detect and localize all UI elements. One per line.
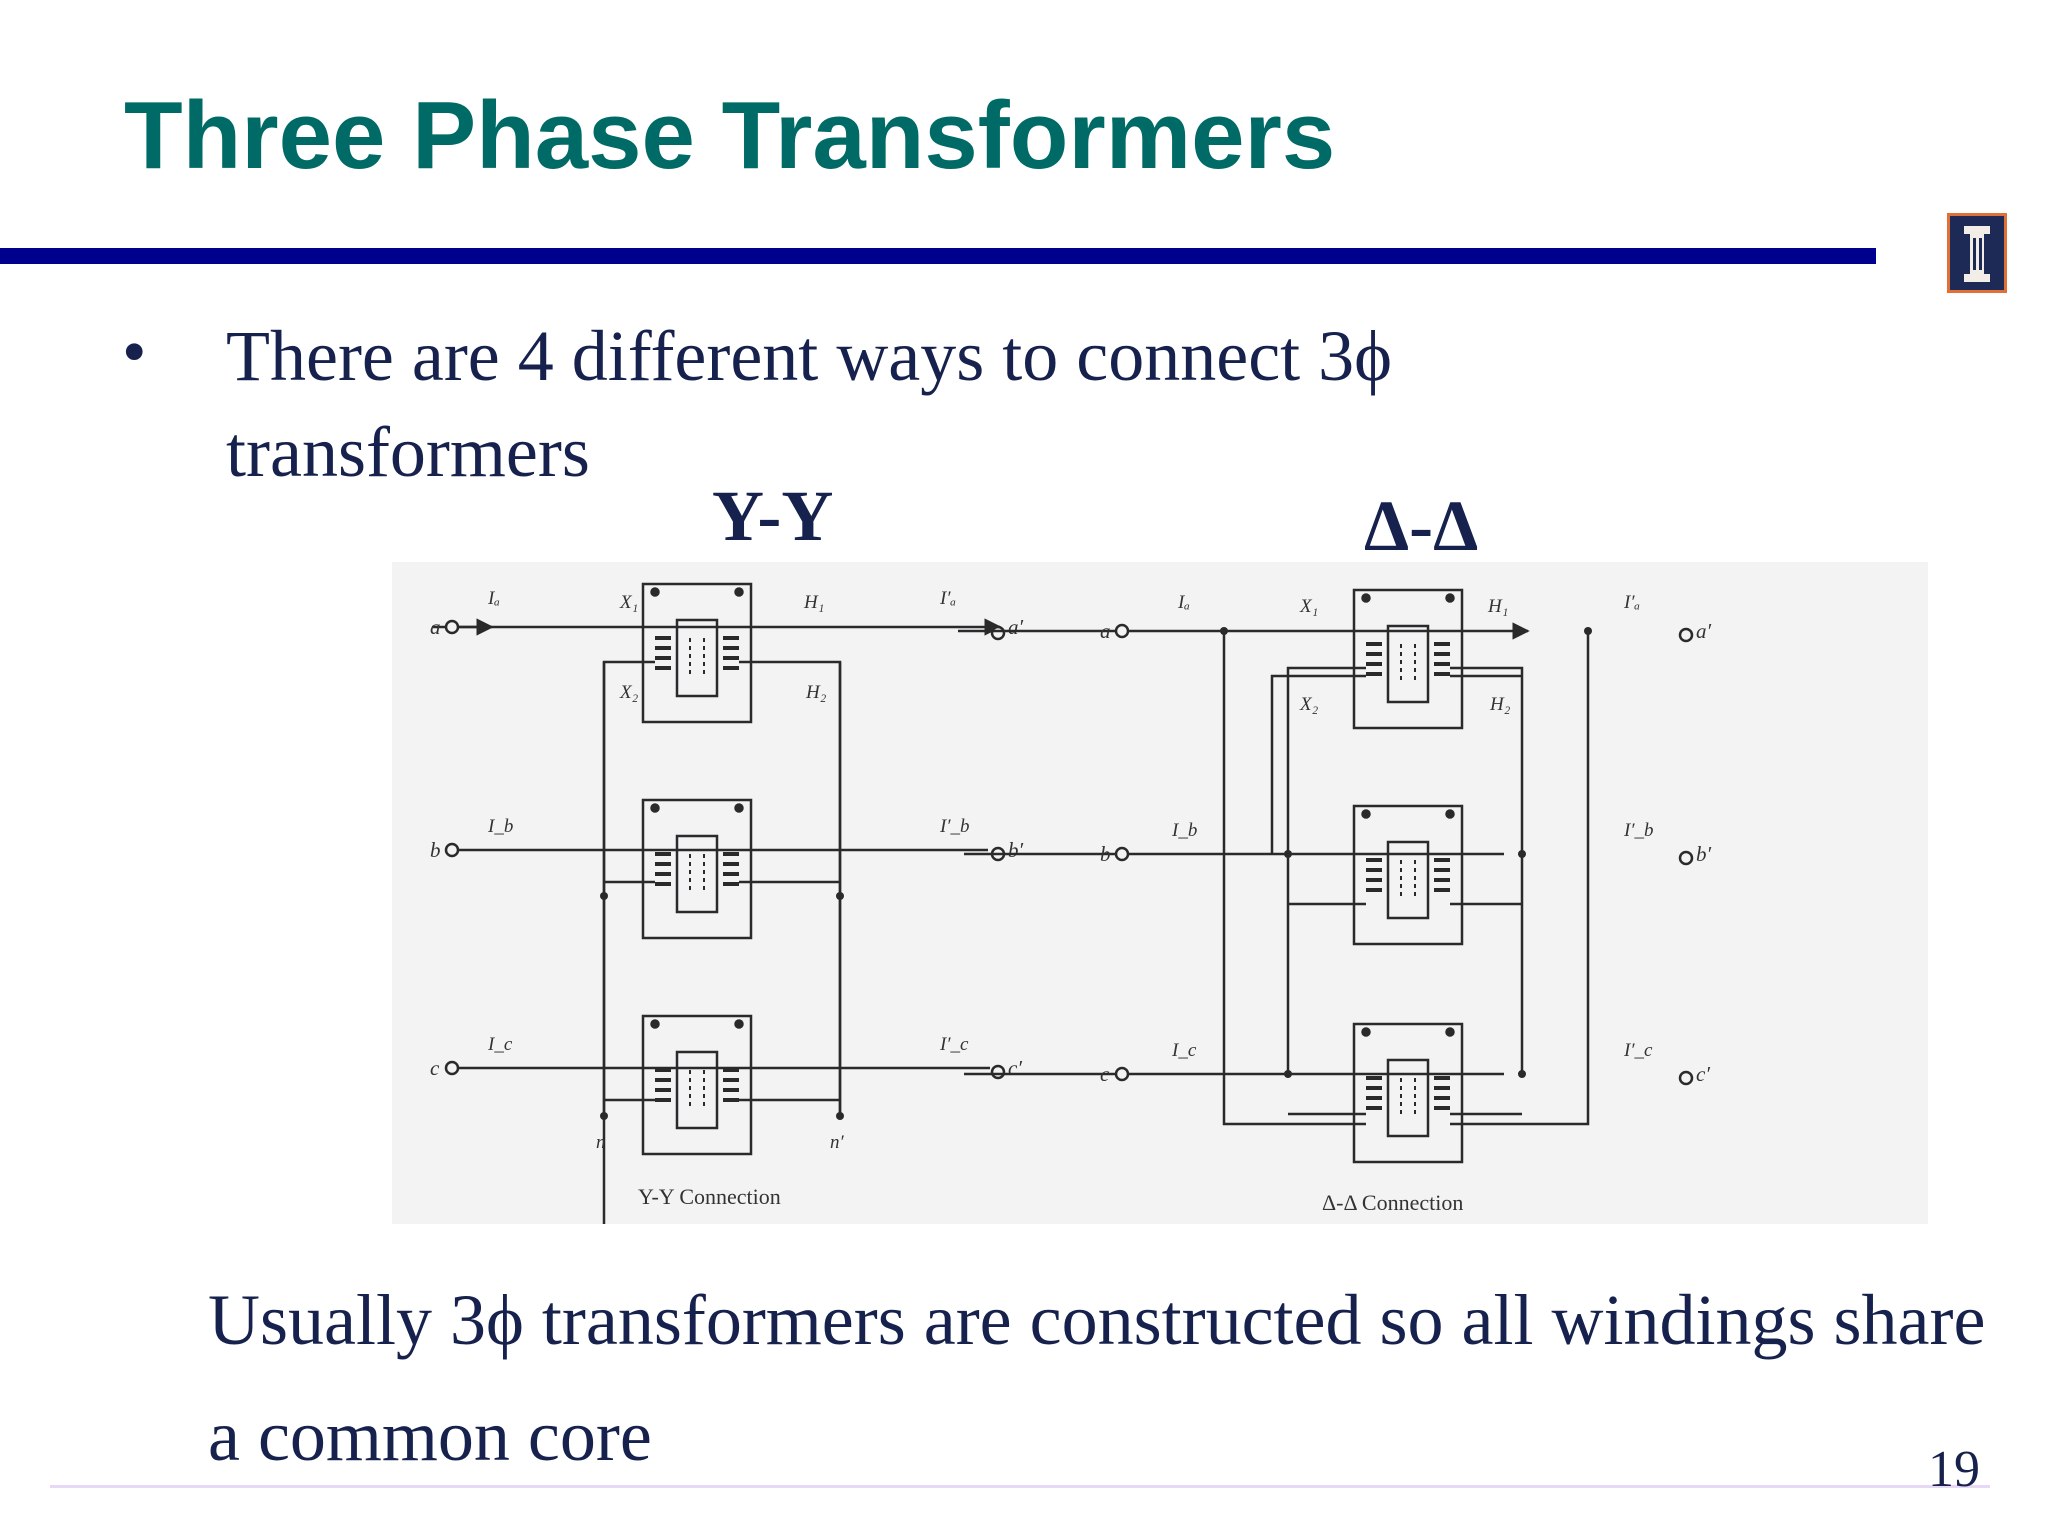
bullet-text: There are 4 different ways to connect 3ϕ… — [226, 316, 1393, 492]
yy-neutral-wires — [602, 662, 842, 1116]
yy-label-x1: X₁ — [619, 592, 638, 613]
dd-input-c: c — [1100, 1062, 1110, 1086]
dd-label-x2: X₂ — [1299, 694, 1319, 715]
dd-current-c: I_c — [1171, 1040, 1197, 1061]
yy-heading: Y-Y — [712, 476, 834, 556]
yy-current-out-a: I′ₐ — [939, 588, 956, 609]
page-number: 19 — [1928, 1441, 1980, 1498]
connection-diagram: a b c a′ b′ c′ Iₐ I_b I_c I′ₐ I′_b I′_c … — [392, 562, 1928, 1224]
yy-output-b: b′ — [1008, 838, 1024, 862]
bullet-marker: • — [122, 314, 147, 391]
footer-line — [50, 1485, 1990, 1488]
delta-delta-diagram — [958, 588, 1590, 1164]
yy-current-a: Iₐ — [487, 588, 500, 609]
yy-neutral-n-prime: n′ — [830, 1132, 845, 1153]
dd-input-a: a — [1100, 619, 1111, 643]
yy-output-a: a′ — [1008, 615, 1024, 639]
dd-current-out-b: I′_b — [1623, 820, 1653, 841]
yy-output-c: c′ — [1008, 1056, 1022, 1080]
dd-label-h1: H₁ — [1487, 596, 1508, 617]
dd-label-x1: X₁ — [1299, 596, 1318, 617]
yy-current-b: I_b — [487, 816, 513, 837]
dd-input-b: b — [1100, 842, 1111, 866]
yy-transformer-a — [641, 582, 753, 724]
dd-output-b: b′ — [1696, 842, 1712, 866]
yy-current-c: I_c — [487, 1034, 513, 1055]
dd-current-out-c: I′_c — [1623, 1040, 1653, 1061]
dd-transformer-b — [1352, 804, 1464, 946]
yy-input-c: c — [430, 1056, 440, 1080]
core-note: Usually 3ϕ transformers are constructed … — [208, 1280, 1986, 1476]
yy-transformer-c — [641, 1014, 753, 1156]
dd-transformer-a — [1352, 588, 1464, 730]
yy-label-h2: H₂ — [805, 682, 827, 703]
yy-input-b: b — [430, 838, 441, 862]
yy-label-x2: X₂ — [619, 682, 639, 703]
yy-transformer-b — [641, 798, 753, 940]
dd-transformer-c — [1352, 1022, 1464, 1164]
dd-output-c: c′ — [1696, 1062, 1710, 1086]
dd-output-a: a′ — [1696, 619, 1712, 643]
dd-current-b: I_b — [1171, 820, 1197, 841]
dd-caption: Δ-Δ Connection — [1322, 1190, 1463, 1215]
yy-label-h1: H₁ — [803, 592, 824, 613]
dd-current-out-a: I′ₐ — [1623, 592, 1640, 613]
university-logo-icon — [1947, 213, 2007, 293]
yy-input-a: a — [430, 615, 441, 639]
dd-current-a: Iₐ — [1177, 592, 1190, 613]
title-rule — [0, 248, 1876, 264]
slide-title: Three Phase Transformers — [124, 82, 1336, 189]
yy-neutral-n: n — [596, 1132, 606, 1153]
yy-current-out-b: I′_b — [939, 816, 969, 837]
yy-current-out-c: I′_c — [939, 1034, 969, 1055]
dd-label-h2: H₂ — [1489, 694, 1511, 715]
yy-caption: Y-Y Connection — [638, 1184, 781, 1209]
yy-diagram — [432, 582, 1002, 1224]
delta-delta-heading: Δ-Δ — [1364, 486, 1479, 566]
